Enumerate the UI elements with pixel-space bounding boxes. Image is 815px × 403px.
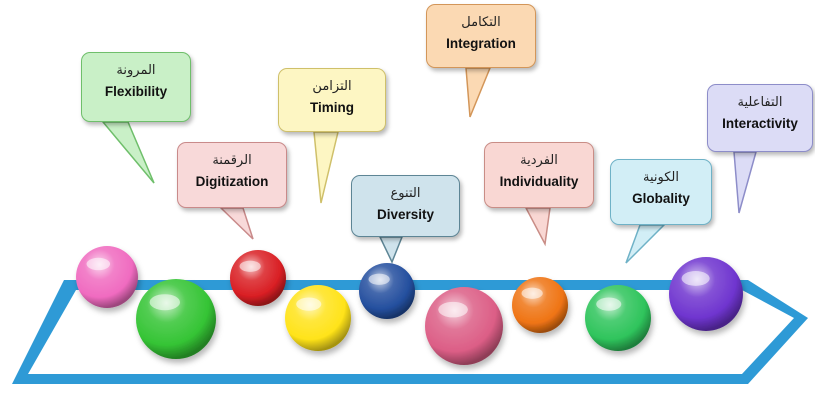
sphere-highlight-pink [86, 257, 111, 271]
sphere-highlight-mint [596, 297, 622, 311]
callout-tail-timing [313, 131, 339, 204]
spheres-group [76, 246, 743, 365]
sphere-highlight-blue [368, 273, 390, 285]
callout-interactivity: التفاعلية Interactivity [707, 84, 813, 152]
callout-tail-individuality [524, 207, 551, 247]
callout-flexibility-english: Flexibility [104, 84, 168, 99]
callout-flexibility-arabic: المرونة [116, 63, 156, 78]
sphere-highlight-yellow [296, 297, 322, 311]
callout-diversity: التنوع Diversity [351, 175, 460, 237]
sphere-highlight-rose [438, 301, 468, 318]
callout-flexibility: المرونة Flexibility [81, 52, 191, 122]
sphere-highlight-orange [521, 287, 543, 299]
callout-globality-arabic: الكونية [643, 170, 679, 185]
callout-tail-integration [465, 67, 492, 118]
callout-tail-interactivity [733, 151, 757, 214]
sphere-highlight-green [149, 294, 180, 311]
sphere-highlight-purple [681, 271, 710, 286]
callout-individuality-arabic: الفردية [520, 153, 558, 168]
callout-globality-english: Globality [632, 191, 690, 206]
callout-integration-arabic: التكامل [461, 15, 501, 30]
callout-diversity-arabic: التنوع [390, 186, 421, 201]
callout-digitization-english: Digitization [195, 174, 269, 189]
callout-digitization: الرقمنة Digitization [177, 142, 287, 208]
callout-interactivity-english: Interactivity [722, 116, 798, 131]
callout-integration: التكامل Integration [426, 4, 536, 68]
callout-interactivity-arabic: التفاعلية [737, 95, 783, 110]
callout-tail-flexibility [101, 121, 155, 184]
callout-globality: الكونية Globality [610, 159, 712, 225]
callout-tail-diversity [378, 236, 404, 264]
callout-timing: التزامن Timing [278, 68, 386, 132]
callout-tail-globality [625, 224, 666, 264]
callout-individuality-english: Individuality [499, 174, 579, 189]
callout-tail-digitization [219, 207, 254, 240]
callout-timing-arabic: التزامن [312, 79, 352, 94]
callout-integration-english: Integration [446, 36, 516, 51]
callout-diversity-english: Diversity [376, 207, 435, 222]
callout-digitization-arabic: الرقمنة [212, 153, 252, 168]
callout-individuality: الفردية Individuality [484, 142, 594, 208]
sphere-highlight-red [239, 260, 261, 272]
callout-timing-english: Timing [309, 100, 354, 115]
